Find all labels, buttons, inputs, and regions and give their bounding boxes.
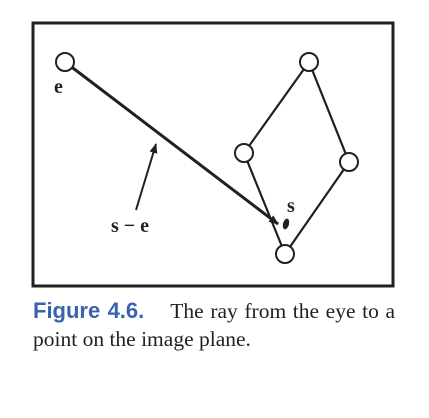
vertex-right — [339, 152, 359, 172]
edge-bottom-left — [242, 152, 287, 255]
edge-bottom-right — [284, 161, 350, 255]
vertex-top — [299, 52, 319, 72]
ray-diagram: e s s − e — [31, 21, 395, 288]
eye-label: e — [54, 76, 63, 98]
vertex-bottom — [275, 244, 295, 264]
ray-label: s − e — [111, 215, 149, 237]
vertex-eye — [55, 52, 75, 72]
edge-top-right — [307, 61, 351, 163]
polygon-edges — [242, 61, 351, 255]
edge-top-left — [243, 61, 310, 154]
diagram-border — [31, 21, 395, 288]
caption-label: Figure 4.6. — [33, 298, 145, 323]
point-label: s — [287, 195, 295, 217]
point-s-marker — [282, 218, 290, 230]
vertices — [55, 52, 359, 264]
figure-caption: Figure 4.6.The ray from the eye to a poi… — [33, 297, 395, 353]
ray-annotation-arrow — [135, 143, 158, 211]
caption-text: The ray from the eye to a point on the i… — [33, 299, 395, 351]
vertex-left — [234, 143, 254, 163]
ray-line — [64, 60, 279, 226]
